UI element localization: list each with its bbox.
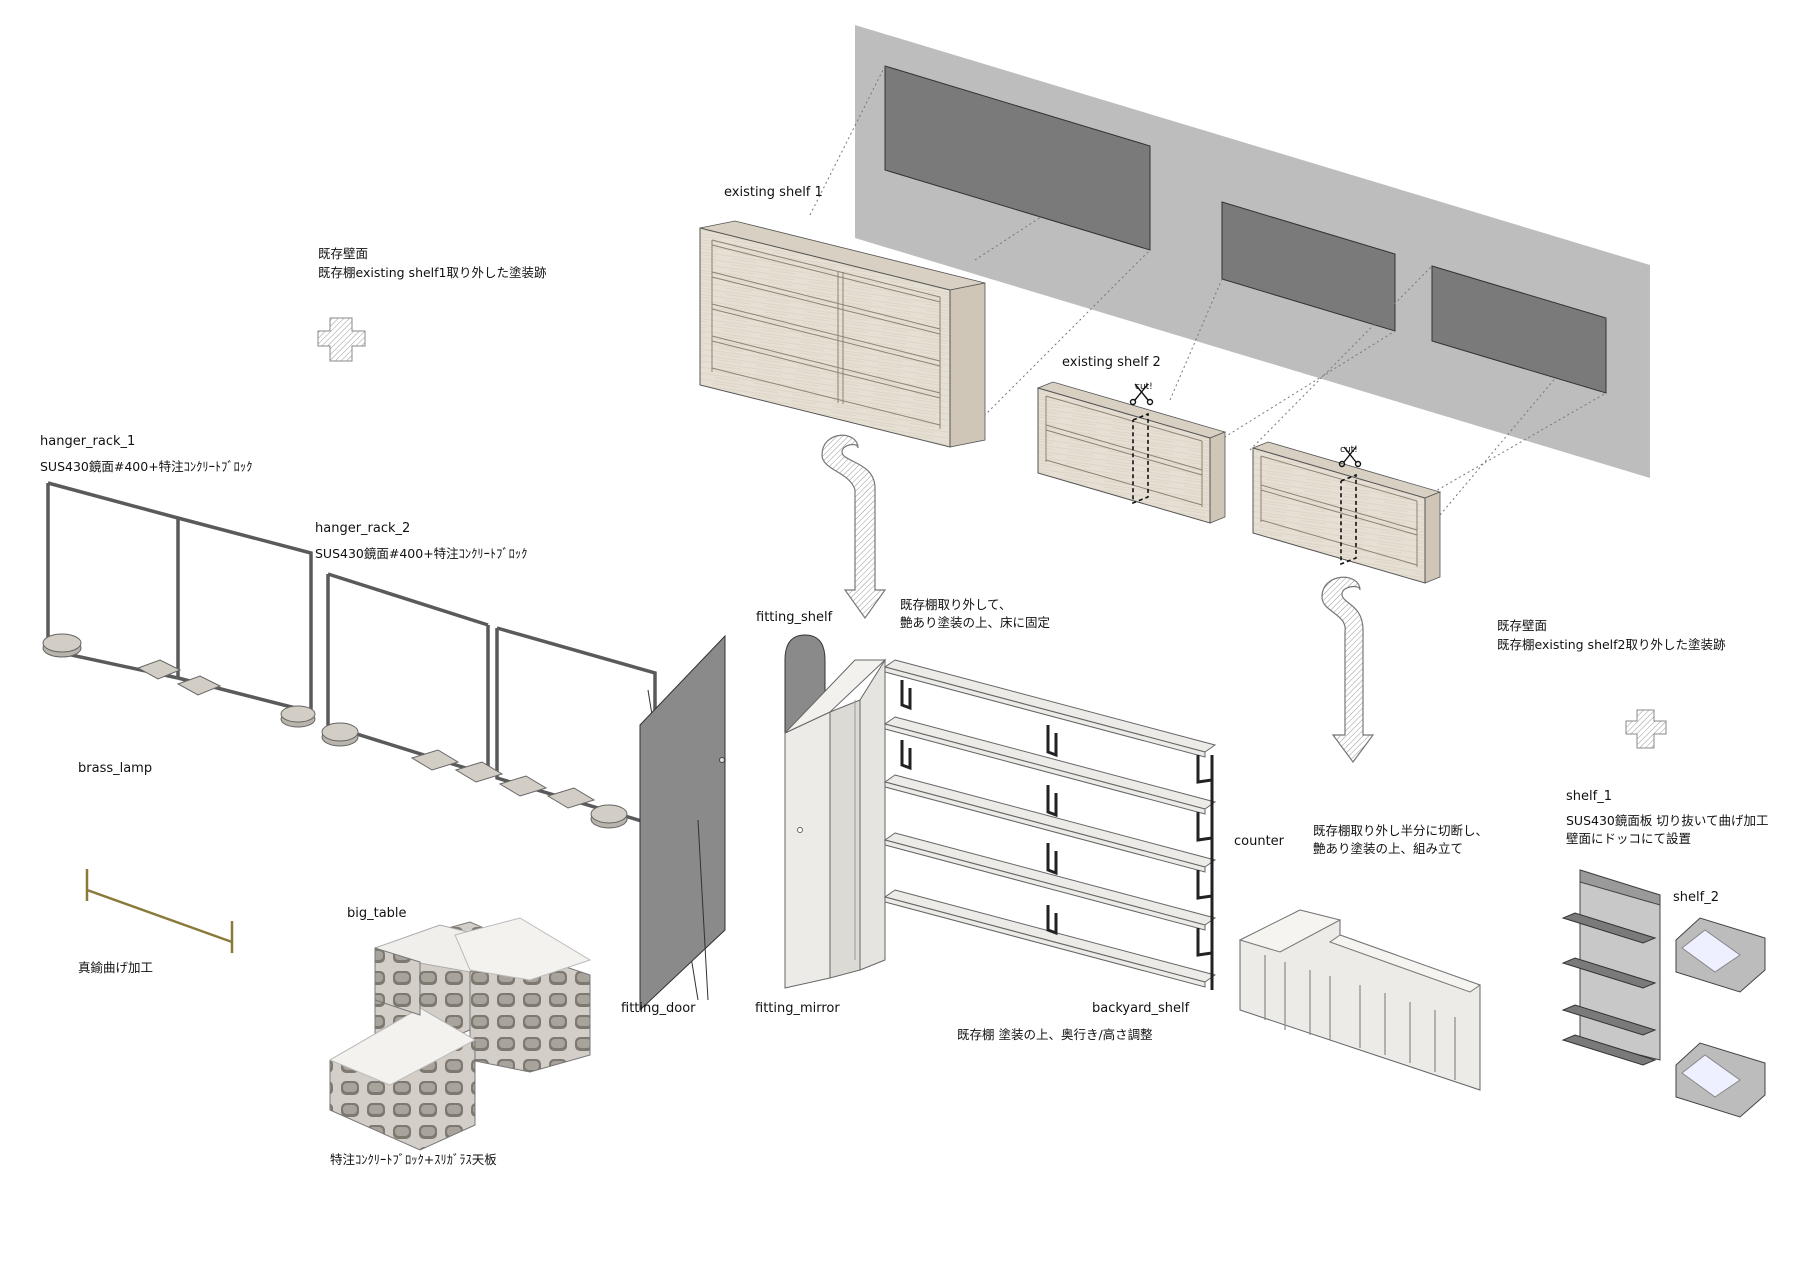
fitting-door — [639, 634, 726, 1012]
label-brass-lamp-spec: 真鍮曲げ加工 — [78, 960, 154, 975]
label-fitting-shelf: fitting_shelf — [756, 610, 833, 625]
label-fitting-mirror: fitting_mirror — [755, 1001, 840, 1016]
plus-icon — [317, 317, 366, 362]
hanger-rack-2 — [326, 572, 657, 828]
hanger-rack-1 — [46, 481, 313, 714]
label-backyard-shelf-spec: 既存棚 塗装の上、奥行き/高さ調整 — [957, 1027, 1153, 1042]
projection-lines — [809, 65, 1607, 516]
wall-opening-3 — [1431, 265, 1607, 394]
existing-shelf-2a — [1036, 381, 1227, 524]
plus-icon — [1625, 709, 1667, 749]
label-fitting-shelf-note-1: 既存棚取り外して、 — [900, 597, 1012, 612]
label-shelf-1-spec-1: SUS430鏡面板 切り抜いて曲げ加工 — [1566, 813, 1769, 828]
existing-wall — [855, 25, 1650, 478]
label-big-table: big_table — [347, 906, 407, 921]
scissors-icon — [1338, 446, 1362, 468]
label-backyard-shelf: backyard_shelf — [1092, 1001, 1190, 1016]
hanger-rack-1-blocks — [42, 633, 316, 728]
label-counter-note-1: 既存棚取り外し半分に切断し、 — [1313, 823, 1489, 838]
backyard-shelf — [883, 659, 1217, 990]
label-shelf-1-spec-2: 壁面にドッコにて設置 — [1566, 831, 1692, 846]
label-counter-note-2: 艶あり塗装の上、組み立て — [1313, 841, 1464, 856]
scissors-icon — [1129, 383, 1154, 406]
hook-arrow-icon — [821, 434, 887, 620]
label-wall-right-desc: 既存棚existing shelf2取り外した塗装跡 — [1497, 637, 1726, 652]
label-existing-shelf-2: existing shelf 2 — [1062, 355, 1161, 370]
label-big-table-spec: 特注ｺﾝｸﾘｰﾄﾌﾞﾛｯｸ+ｽﾘｶﾞﾗｽ天板 — [330, 1152, 497, 1167]
hanger-rack-2-blocks — [321, 722, 628, 829]
label-shelf-1: shelf_1 — [1566, 789, 1612, 804]
label-wall-left-title: 既存壁面 — [318, 246, 369, 261]
label-shelf-2: shelf_2 — [1673, 890, 1719, 905]
hook-arrow-icon — [1321, 576, 1375, 764]
label-counter: counter — [1234, 834, 1285, 849]
label-existing-shelf-1: existing shelf 1 — [724, 185, 823, 200]
existing-shelf-2b — [1251, 441, 1442, 584]
label-wall-left-desc: 既存棚existing shelf1取り外した塗装跡 — [318, 265, 547, 280]
label-wall-right-title: 既存壁面 — [1497, 618, 1548, 633]
label-hanger-rack-1: hanger_rack_1 — [40, 434, 136, 449]
shelf-1 — [1561, 869, 1661, 1066]
label-fitting-shelf-note-2: 艶あり塗装の上、床に固定 — [900, 615, 1051, 630]
label-hanger-rack-2-spec: SUS430鏡面#400+特注ｺﾝｸﾘｰﾄﾌﾞﾛｯｸ — [315, 546, 528, 561]
counter — [1238, 909, 1482, 1091]
label-hanger-rack-2: hanger_rack_2 — [315, 521, 411, 536]
brass-lamp — [85, 869, 234, 953]
fitting-shelf — [784, 658, 887, 989]
label-cut-1: cut! — [1135, 382, 1153, 392]
label-fitting-door: fitting_door — [621, 1001, 696, 1016]
wall-opening-1 — [884, 65, 1151, 251]
label-hanger-rack-1-spec: SUS430鏡面#400+特注ｺﾝｸﾘｰﾄﾌﾞﾛｯｸ — [40, 459, 253, 474]
big-table — [328, 917, 592, 1151]
label-cut-2: cut! — [1340, 445, 1358, 455]
existing-shelf-1 — [699, 220, 986, 448]
shelf-2 — [1675, 917, 1766, 1118]
label-brass-lamp: brass_lamp — [78, 761, 153, 776]
